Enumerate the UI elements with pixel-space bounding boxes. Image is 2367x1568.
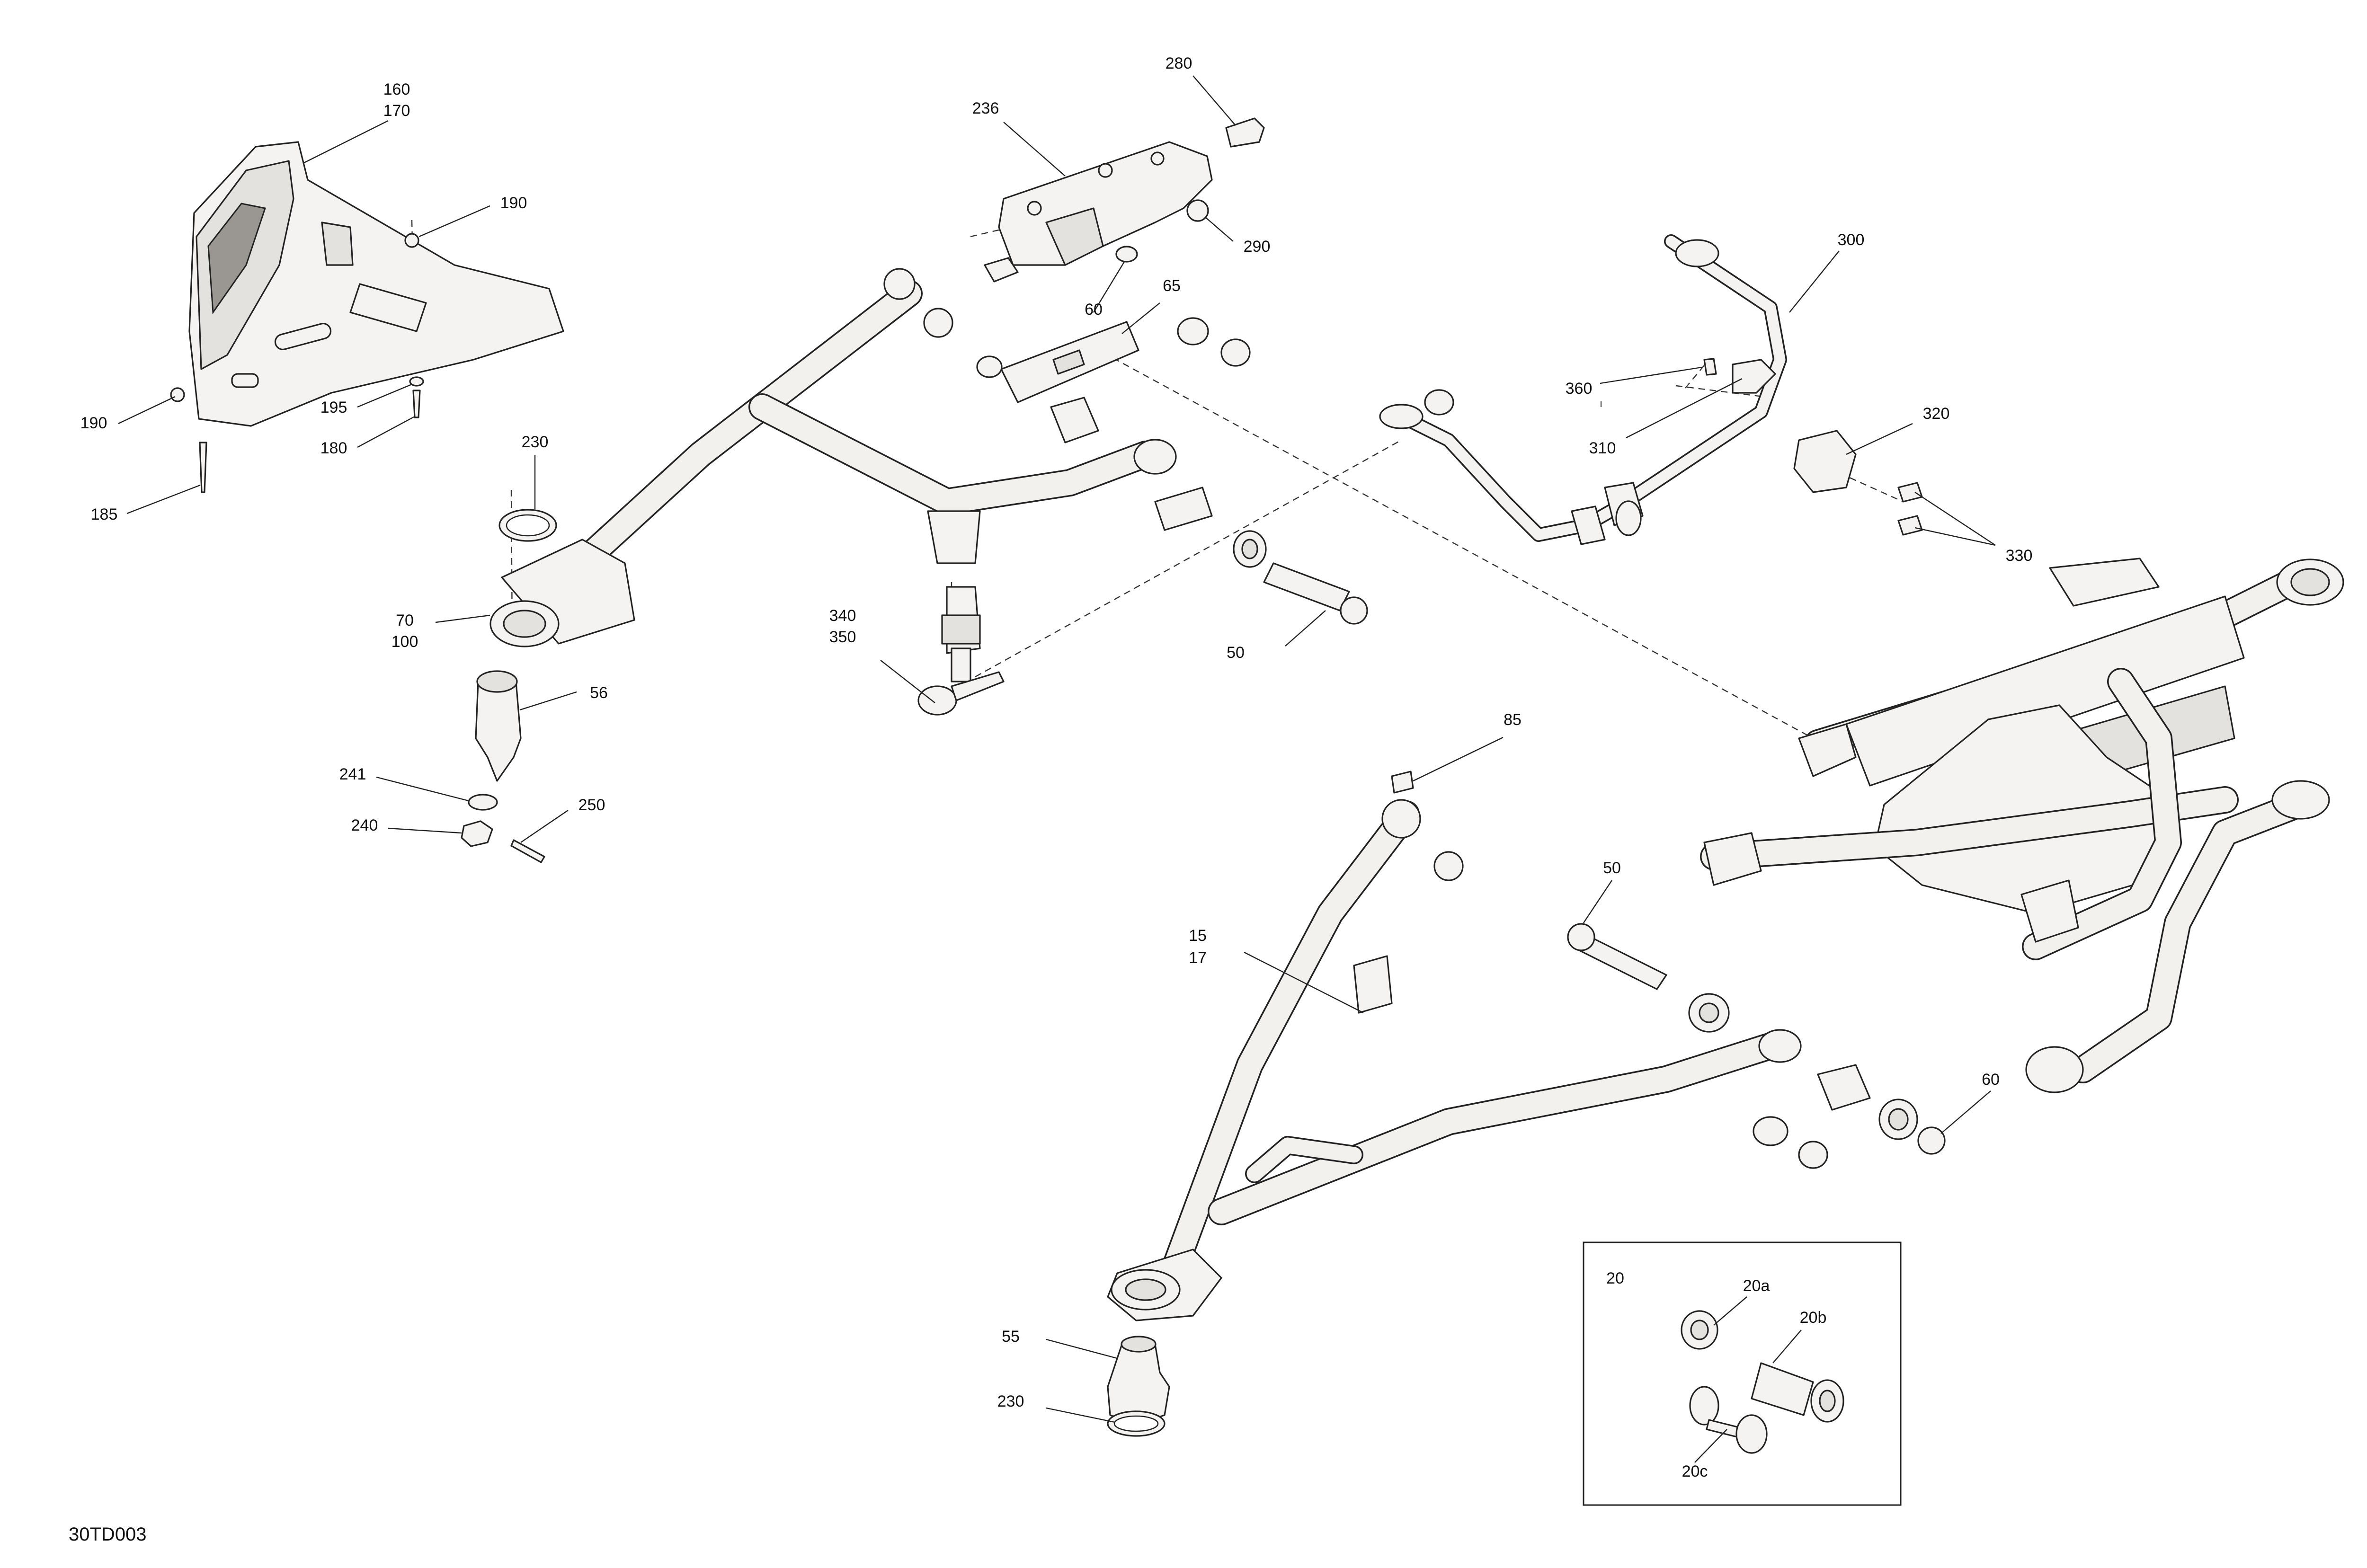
nut-240 bbox=[461, 820, 493, 847]
label-50-lower: 50 bbox=[1603, 859, 1621, 877]
label-185: 185 bbox=[91, 505, 118, 523]
nut-290 bbox=[1186, 199, 1209, 222]
upper-a-arm-left bbox=[489, 268, 1177, 647]
inset-kit-20 bbox=[1583, 1241, 1902, 1506]
label-190-upper: 190 bbox=[500, 194, 527, 212]
bushing-320 bbox=[1793, 430, 1857, 493]
screw-360 bbox=[1703, 358, 1717, 376]
label-241: 241 bbox=[339, 765, 366, 783]
label-20c: 20c bbox=[1682, 1462, 1708, 1480]
skid-plate-hardware bbox=[170, 233, 424, 493]
label-230-lower: 230 bbox=[997, 1392, 1024, 1410]
washer-195 bbox=[409, 376, 424, 387]
ball-joint-55 bbox=[1107, 1336, 1170, 1437]
bushings-upper bbox=[1050, 397, 1368, 625]
label-230-upper: 230 bbox=[522, 433, 549, 451]
label-20b: 20b bbox=[1800, 1309, 1827, 1327]
plate-65 bbox=[976, 317, 1251, 403]
lower-a-arm bbox=[1107, 771, 1802, 1321]
drawing-code: 30TD003 bbox=[69, 1524, 147, 1545]
label-300: 300 bbox=[1838, 231, 1865, 249]
leader-lines bbox=[118, 75, 1996, 1463]
label-180: 180 bbox=[320, 439, 347, 457]
nut-190-upper bbox=[404, 233, 419, 248]
inset-labels: 20 20a 20b 20c bbox=[1606, 1269, 1826, 1480]
label-250: 250 bbox=[578, 796, 605, 814]
label-70: 70 bbox=[396, 611, 414, 629]
label-56: 56 bbox=[590, 684, 608, 702]
label-340: 340 bbox=[829, 607, 856, 625]
nut-85 bbox=[1391, 771, 1414, 794]
label-65: 65 bbox=[1163, 277, 1181, 295]
bolt-280 bbox=[1225, 117, 1265, 148]
bolt-60-small bbox=[984, 257, 1019, 283]
label-190-left: 190 bbox=[80, 414, 107, 432]
washer-241 bbox=[468, 794, 498, 811]
bolt-330-a bbox=[1897, 482, 1923, 503]
rivet-185 bbox=[199, 442, 207, 493]
nut-190-left bbox=[170, 387, 185, 402]
label-160: 160 bbox=[383, 80, 410, 98]
label-60-lower: 60 bbox=[1982, 1071, 2000, 1089]
label-320: 320 bbox=[1923, 405, 1950, 423]
bracket-236 bbox=[984, 117, 1265, 283]
label-195: 195 bbox=[320, 399, 347, 416]
label-350: 350 bbox=[829, 628, 856, 646]
label-85: 85 bbox=[1504, 711, 1522, 729]
label-290: 290 bbox=[1244, 238, 1271, 256]
label-20a: 20a bbox=[1743, 1277, 1770, 1295]
washer-60-upper bbox=[1115, 246, 1138, 263]
label-310: 310 bbox=[1589, 439, 1616, 457]
label-240: 240 bbox=[351, 816, 378, 834]
nut-60-lower bbox=[1917, 1126, 1946, 1155]
label-170: 170 bbox=[383, 102, 410, 120]
label-15: 15 bbox=[1189, 927, 1207, 945]
label-280: 280 bbox=[1166, 54, 1192, 72]
skid-plate bbox=[188, 141, 564, 427]
cotter-pin-250 bbox=[510, 839, 545, 863]
rivet-180 bbox=[412, 390, 421, 418]
label-60-upper: 60 bbox=[1085, 301, 1103, 319]
bolt-330-b bbox=[1897, 515, 1923, 536]
label-330: 330 bbox=[2006, 547, 2033, 565]
label-236: 236 bbox=[972, 99, 999, 117]
label-17: 17 bbox=[1189, 949, 1207, 967]
label-360: 360 bbox=[1566, 380, 1593, 398]
bolt-50-upper bbox=[1263, 562, 1350, 611]
label-100: 100 bbox=[392, 633, 418, 651]
right-suspension-assembly bbox=[1700, 558, 2344, 1093]
ball-joint-56 bbox=[461, 670, 545, 863]
label-55: 55 bbox=[1002, 1328, 1020, 1346]
stabilizer-link-340 bbox=[917, 586, 1005, 716]
label-50-upper: 50 bbox=[1227, 644, 1245, 662]
stabilizer-bar-300 bbox=[1379, 234, 1923, 545]
part-labels: 160 170 190 190 195 180 185 230 70 100 5… bbox=[80, 54, 2033, 1410]
lower-bushings bbox=[1567, 923, 1946, 1169]
inset-title-20: 20 bbox=[1606, 1269, 1624, 1287]
bracket-310 bbox=[1732, 359, 1776, 394]
